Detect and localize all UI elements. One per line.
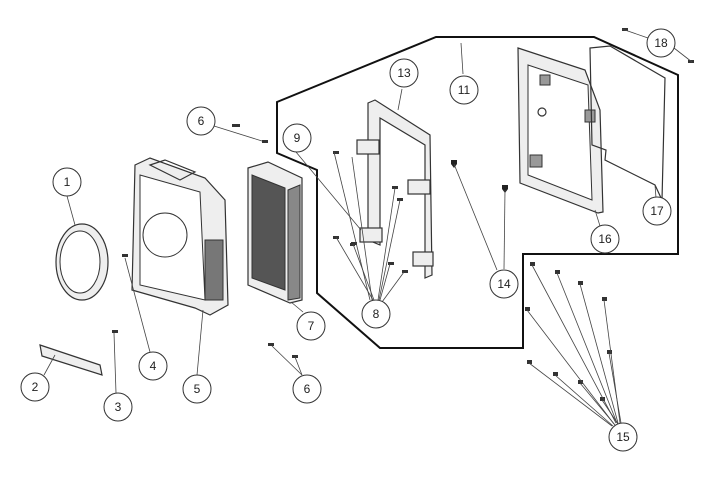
svg-text:3: 3	[115, 400, 122, 414]
callout-4: 4	[138, 351, 168, 381]
svg-text:9: 9	[294, 131, 301, 145]
callout-18: 18	[646, 28, 676, 58]
callout-1: 1	[52, 167, 82, 197]
svg-text:5: 5	[194, 382, 201, 396]
part-front-housing	[131, 157, 229, 316]
svg-text:7: 7	[308, 319, 315, 333]
svg-text:15: 15	[616, 430, 630, 444]
callout-6-bottom: 6	[292, 374, 322, 404]
callout-11: 11	[449, 75, 479, 105]
callout-16: 16	[590, 224, 620, 254]
svg-text:14: 14	[497, 277, 511, 291]
svg-text:2: 2	[32, 380, 39, 394]
callout-3: 3	[103, 392, 133, 422]
part-back-plate	[517, 47, 604, 214]
svg-text:11: 11	[458, 83, 471, 97]
svg-text:16: 16	[598, 232, 612, 246]
callout-9: 9	[282, 123, 312, 153]
svg-text:17: 17	[650, 204, 664, 218]
callout-14: 14	[489, 269, 519, 299]
svg-text:13: 13	[397, 66, 411, 80]
svg-text:6: 6	[198, 114, 205, 128]
svg-text:6: 6	[304, 382, 311, 396]
callout-5: 5	[182, 374, 212, 404]
callout-6-top: 6	[186, 106, 216, 136]
svg-text:1: 1	[64, 175, 71, 189]
part-plug	[502, 185, 508, 193]
callout-2: 2	[20, 372, 50, 402]
callout-7: 7	[296, 311, 326, 341]
callout-17: 17	[642, 196, 672, 226]
callout-8: 8	[361, 299, 391, 329]
part-bracket	[39, 344, 103, 376]
part-lens-ring	[55, 223, 109, 301]
callout-13: 13	[389, 58, 419, 88]
svg-text:8: 8	[373, 307, 380, 321]
leader-lines	[43, 28, 693, 427]
assembly-group-outline	[276, 36, 679, 349]
part-heat-sink	[247, 161, 303, 304]
part-handle-frame	[356, 99, 434, 279]
svg-text:18: 18	[654, 36, 668, 50]
svg-text:4: 4	[150, 359, 157, 373]
callout-15: 15	[608, 422, 638, 452]
